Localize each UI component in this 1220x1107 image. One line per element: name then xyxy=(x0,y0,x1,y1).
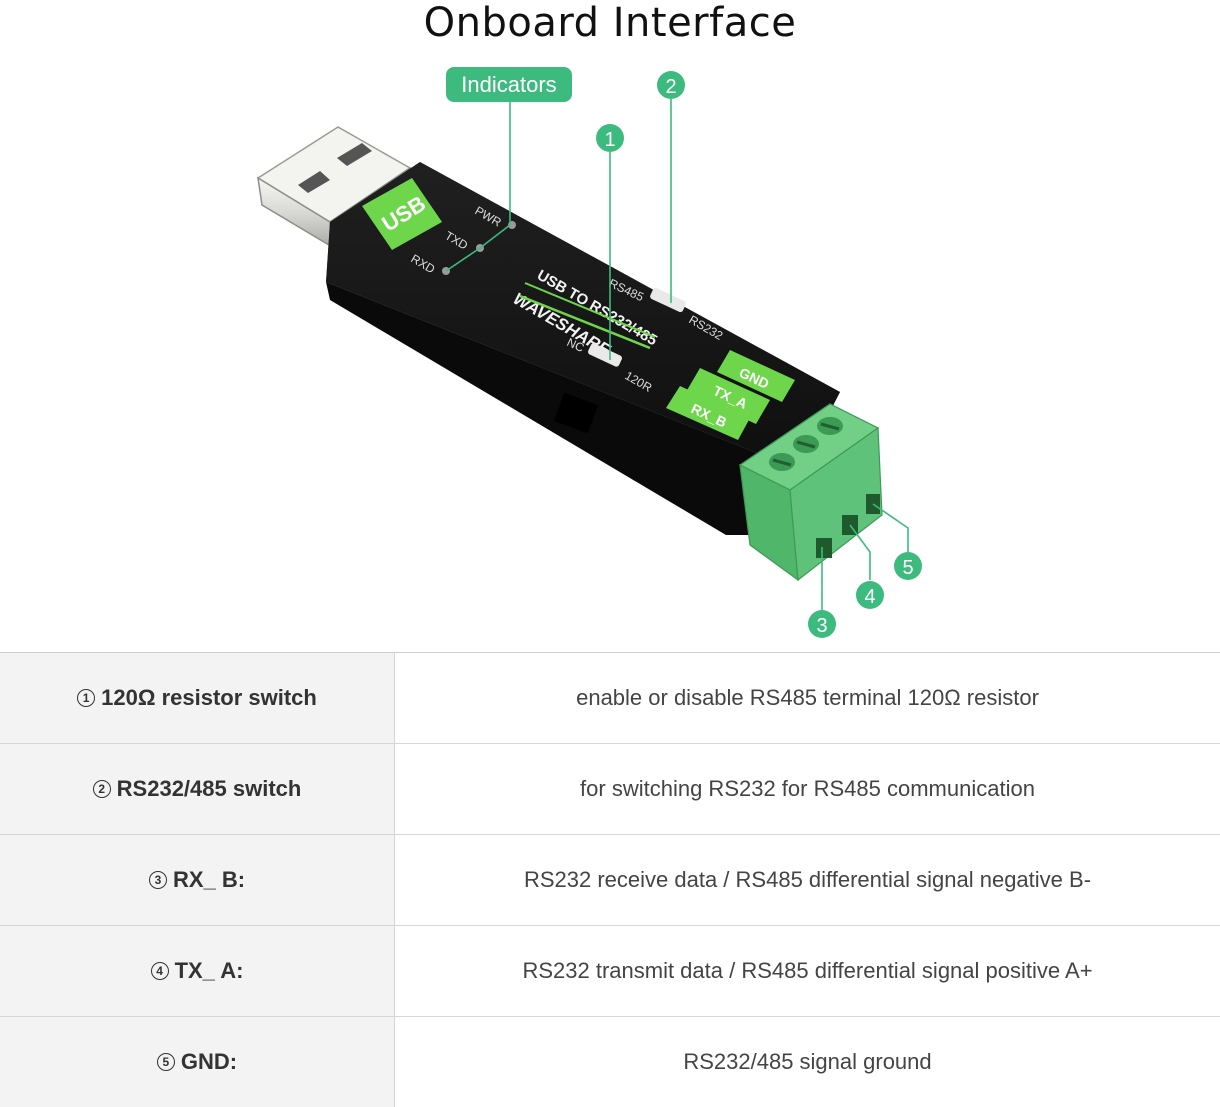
page-title: Onboard Interface xyxy=(423,0,797,46)
usb-label: USB xyxy=(362,178,442,250)
table-row: 5 GND: RS232/485 signal ground xyxy=(0,1017,1220,1107)
row-name: TX_ A: xyxy=(174,958,244,983)
row-number-badge: 5 xyxy=(156,1053,175,1071)
callout-4-text: 4 xyxy=(864,586,875,608)
row-name-cell: 4 TX_ A: xyxy=(0,926,395,1016)
row-desc-cell: RS232 transmit data / RS485 differential… xyxy=(395,926,1220,1016)
table-row: 2 RS232/485 switch for switching RS232 f… xyxy=(0,744,1220,835)
callout-1: 1 xyxy=(596,124,624,152)
row-desc-cell: for switching RS232 for RS485 communicat… xyxy=(395,744,1220,834)
row-description: enable or disable RS485 terminal 120Ω re… xyxy=(576,685,1039,710)
callout-4: 4 xyxy=(856,581,884,609)
terminal-labels: GND TX_A RX_B xyxy=(666,350,795,440)
callout-2: 2 xyxy=(657,71,685,99)
row-name-cell: 1 120Ω resistor switch xyxy=(0,653,395,743)
row-desc-cell: RS232 receive data / RS485 differential … xyxy=(395,835,1220,925)
row-desc-cell: enable or disable RS485 terminal 120Ω re… xyxy=(395,653,1220,743)
row-description: RS232 receive data / RS485 differential … xyxy=(523,867,1092,892)
row-name: RS232/485 switch xyxy=(116,776,302,801)
row-name: 120Ω resistor switch xyxy=(101,685,317,710)
device-diagram: USB PWR TXD RXD USB TO RS232/485 WAVESHA… xyxy=(256,67,922,638)
table-row: 1 120Ω resistor switch enable or disable… xyxy=(0,653,1220,744)
row-number-badge: 2 xyxy=(92,780,111,798)
callout-2-text: 2 xyxy=(665,76,676,98)
screw-1 xyxy=(769,453,795,471)
row-description: for switching RS232 for RS485 communicat… xyxy=(580,776,1035,801)
table-row: 3 RX_ B: RS232 receive data / RS485 diff… xyxy=(0,835,1220,926)
interface-table: 1 120Ω resistor switch enable or disable… xyxy=(0,652,1220,1107)
indicators-callout-text: Indicators xyxy=(461,72,556,97)
screw-2 xyxy=(793,435,819,453)
indicators-callout: Indicators xyxy=(446,67,572,102)
callout-5-text: 5 xyxy=(902,557,913,579)
row-description: RS232/485 signal ground xyxy=(683,1049,932,1074)
row-name-cell: 3 RX_ B: xyxy=(0,835,395,925)
row-name: GND: xyxy=(180,1049,238,1074)
row-number-badge: 1 xyxy=(77,689,96,707)
screw-3 xyxy=(817,417,843,435)
screw-terminal xyxy=(738,403,883,582)
callout-lines xyxy=(445,99,909,610)
callout-5: 5 xyxy=(894,552,922,580)
table-row: 4 TX_ A: RS232 transmit data / RS485 dif… xyxy=(0,926,1220,1017)
row-name-cell: 5 GND: xyxy=(0,1017,395,1107)
nc-label: NC xyxy=(565,335,587,355)
row-name: RX_ B: xyxy=(172,867,246,892)
row-desc-cell: RS232/485 signal ground xyxy=(395,1017,1220,1107)
row-name-cell: 2 RS232/485 switch xyxy=(0,744,395,834)
callout-3-text: 3 xyxy=(816,615,827,637)
callout-1-text: 1 xyxy=(604,129,615,151)
row-description: RS232 transmit data / RS485 differential… xyxy=(522,958,1093,983)
row-number-badge: 3 xyxy=(148,871,167,889)
callout-3: 3 xyxy=(808,610,836,638)
row-number-badge: 4 xyxy=(150,962,169,980)
